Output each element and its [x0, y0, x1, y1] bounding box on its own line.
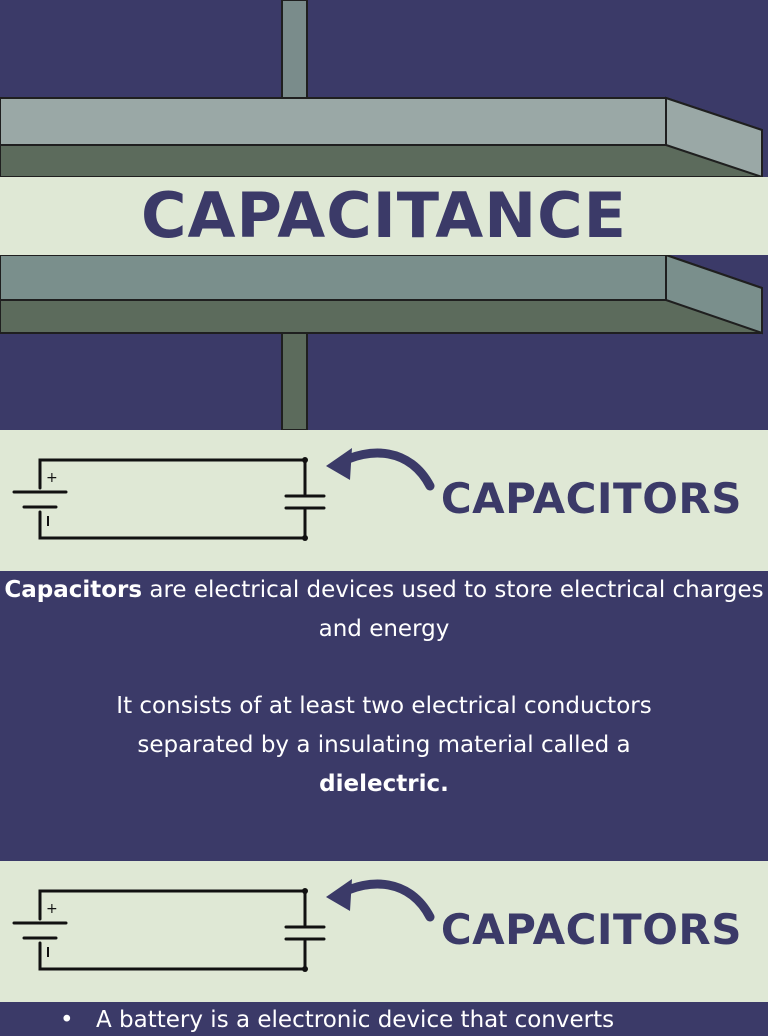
arrow-icon — [333, 448, 435, 491]
paragraph-1-text: are electrical devices used to store ele… — [142, 577, 764, 642]
capacitor-plates-graphic — [0, 0, 763, 430]
paragraph-2: It consists of at least two electrical c… — [0, 687, 768, 804]
bullet-icon: • — [60, 1007, 74, 1033]
capacitors-band-2: + CAPACITORS — [0, 861, 768, 1002]
bold-term: Capacitors — [4, 577, 143, 603]
upper-plate-face — [0, 97, 667, 146]
hero-illustration — [0, 0, 768, 430]
circuit-diagram-icon: + — [12, 448, 435, 541]
bottom-lead — [281, 332, 308, 430]
paragraph-1: Capacitors are electrical devices used t… — [0, 571, 768, 649]
paragraph-2-text: It consists of at least two electrical c… — [116, 693, 652, 758]
circuit-diagram-icon: + — [12, 879, 435, 972]
bold-term-dielectric: dielectric. — [319, 771, 449, 797]
title-band — [0, 177, 768, 255]
section-heading-2: CAPACITORS — [440, 905, 742, 954]
svg-text:+: + — [46, 470, 58, 486]
lower-plate-face — [0, 254, 667, 301]
svg-text:+: + — [46, 901, 58, 917]
lower-plate-side — [665, 253, 763, 335]
arrow-icon — [333, 879, 435, 922]
capacitors-description: Capacitors are electrical devices used t… — [0, 571, 768, 804]
bullet-item: • A battery is a electronic device that c… — [60, 1004, 760, 1036]
capacitors-band-1: + CAPACITORS — [0, 430, 768, 571]
section-heading: CAPACITORS — [440, 474, 742, 523]
page-title: CAPACITANCE — [141, 179, 627, 252]
top-lead — [281, 0, 308, 99]
bullet-text: A battery is a electronic device that co… — [96, 1007, 615, 1033]
